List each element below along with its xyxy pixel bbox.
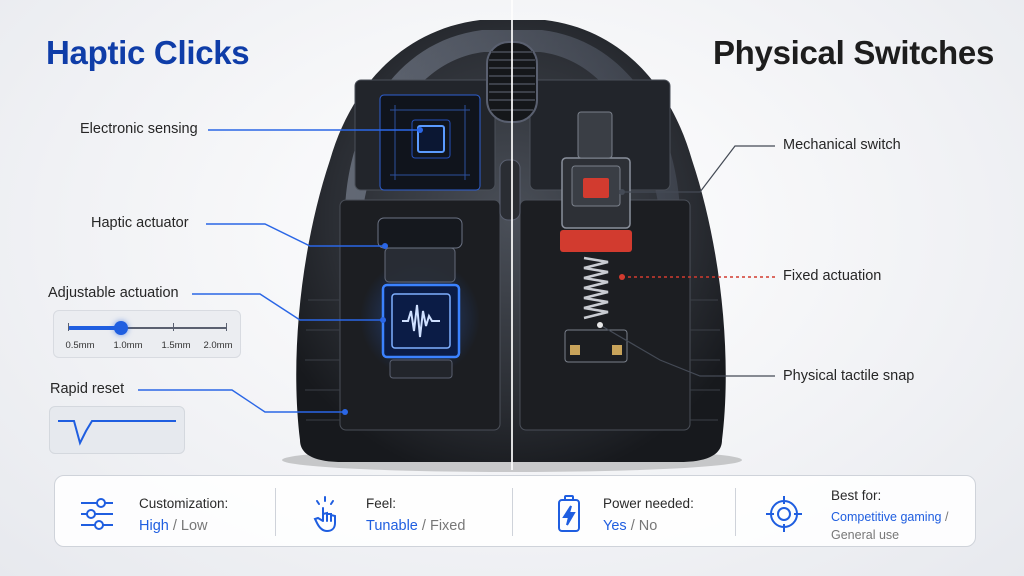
best-for-values: Competitive gaming / General use bbox=[831, 508, 948, 544]
comparison-bar: Customization: High / Low Feel: Tunable … bbox=[54, 475, 976, 547]
rapid-reset-label: Rapid reset bbox=[50, 381, 125, 397]
best-for-switch-value: General use bbox=[831, 528, 900, 542]
slider-tick bbox=[68, 323, 69, 331]
feel-caption: Feel: bbox=[366, 496, 397, 511]
dpi-button bbox=[499, 159, 521, 221]
slider-track bbox=[68, 327, 226, 329]
slider-tick bbox=[226, 323, 227, 331]
customization-caption: Customization: bbox=[139, 496, 229, 511]
tactile-snap-line bbox=[599, 324, 775, 377]
physical-tactile-snap-label: Physical tactile snap bbox=[783, 368, 915, 384]
value-separator: / bbox=[630, 518, 635, 534]
feel-values: Tunable / Fixed bbox=[366, 518, 465, 534]
slider-thumb bbox=[113, 321, 128, 335]
feel-switch-value: Fixed bbox=[429, 518, 466, 534]
customization-haptic-value: High bbox=[139, 518, 169, 534]
value-separator: / bbox=[172, 518, 177, 534]
haptic-actuator bbox=[360, 217, 480, 379]
power-switch-value: No bbox=[638, 518, 658, 534]
grip-texture bbox=[305, 299, 720, 421]
comparison-customization: Customization: High / Low bbox=[55, 476, 275, 548]
value-separator: / bbox=[944, 510, 949, 524]
comparison-feel: Feel: Tunable / Fixed bbox=[276, 476, 512, 548]
cell-divider bbox=[275, 488, 276, 536]
tick-label-2-0mm: 2.0mm bbox=[203, 340, 233, 351]
comparison-power: Power needed: Yes / No bbox=[513, 476, 735, 548]
tick-label-1-5mm: 1.5mm bbox=[161, 340, 191, 351]
rapid-reset-waveform bbox=[58, 420, 176, 446]
haptic-actuator-label: Haptic actuator bbox=[91, 215, 189, 231]
customization-switch-value: Low bbox=[180, 518, 208, 534]
haptic-clicks-title: Haptic Clicks bbox=[46, 34, 250, 71]
slider-tick bbox=[173, 323, 175, 331]
tap-hand-icon bbox=[313, 496, 336, 533]
cell-divider bbox=[735, 488, 736, 536]
mechanical-switch bbox=[560, 111, 632, 363]
tick-label-1-0mm: 1.0mm bbox=[113, 340, 143, 351]
mechanical-switch-label: Mechanical switch bbox=[783, 137, 901, 153]
sensing-chip bbox=[379, 94, 481, 191]
customization-values: High / Low bbox=[139, 518, 208, 534]
best-for-caption: Best for: bbox=[831, 488, 882, 503]
left-callout-lines bbox=[138, 129, 420, 413]
battery-bolt-icon bbox=[558, 495, 580, 532]
sliders-icon bbox=[81, 498, 113, 530]
value-separator: / bbox=[421, 518, 426, 534]
actuation-slider-panel: 0.5mm 1.0mm 1.5mm 2.0mm bbox=[53, 310, 241, 358]
rapid-reset-panel bbox=[49, 406, 185, 454]
right-callout-lines bbox=[622, 145, 775, 193]
comparison-best-for: Best for: Competitive gaming / General u… bbox=[736, 476, 976, 548]
electronic-sensing-label: Electronic sensing bbox=[80, 121, 198, 137]
slider-track-fill bbox=[68, 326, 121, 330]
adjustable-actuation-label: Adjustable actuation bbox=[48, 285, 179, 301]
switch-spring bbox=[583, 256, 609, 320]
physical-switches-title: Physical Switches bbox=[712, 34, 994, 71]
power-values: Yes / No bbox=[603, 518, 657, 534]
translucent-shell bbox=[345, 30, 680, 215]
feel-haptic-value: Tunable bbox=[366, 518, 418, 534]
target-icon bbox=[766, 496, 802, 532]
power-caption: Power needed: bbox=[603, 496, 694, 511]
fixed-actuation-label: Fixed actuation bbox=[783, 268, 882, 284]
cell-divider bbox=[512, 488, 513, 536]
power-haptic-value: Yes bbox=[603, 518, 627, 534]
best-for-haptic-value: Competitive gaming bbox=[831, 510, 942, 524]
tick-label-0-5mm: 0.5mm bbox=[65, 340, 95, 351]
